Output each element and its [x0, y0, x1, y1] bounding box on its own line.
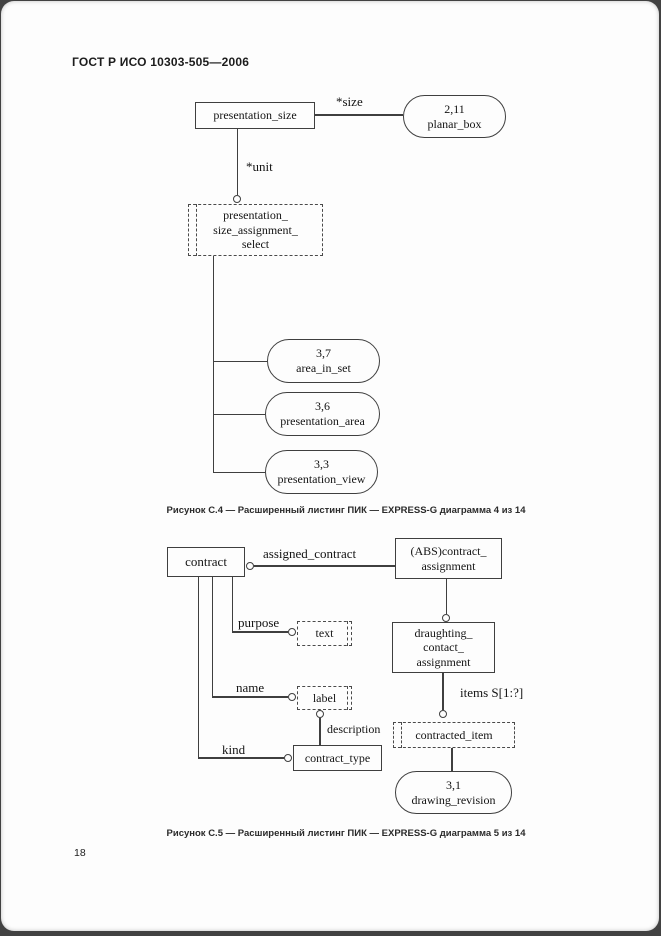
assigned-contract-label: assigned_contract	[263, 546, 357, 561]
select-contracted-item: contracted_item	[393, 722, 515, 748]
unit-attribute-circle	[233, 195, 241, 203]
description-line	[319, 718, 321, 745]
page-ref-area-in-set: 3,7 area_in_set	[267, 339, 380, 383]
page-ref-planar-box: 2,11 planar_box	[403, 95, 506, 138]
document-title: ГОСТ Р ИСО 10303-505—2006	[72, 55, 250, 69]
purpose-label: purpose	[238, 615, 280, 630]
name-circle	[288, 692, 296, 701]
figure-c5-caption: Рисунок С.5 — Расширенный листинг ПИК — …	[166, 828, 526, 839]
assigned-contract-circle	[246, 561, 254, 570]
name-line-horizontal	[212, 696, 288, 698]
subtype-circle	[442, 614, 450, 622]
page-number: 18	[74, 847, 86, 859]
branch-presentation-view-line	[213, 471, 265, 473]
size-relation-label: *size	[336, 94, 363, 109]
kind-line-horizontal	[198, 757, 284, 759]
items-circle	[439, 710, 447, 718]
select-trunk-line	[212, 256, 214, 473]
kind-circle	[284, 754, 292, 762]
entity-presentation-size: presentation_size	[195, 102, 315, 129]
entity-contract: contract	[167, 547, 245, 577]
branch-presentation-area-line	[213, 413, 265, 415]
type-text-label: text	[315, 626, 334, 641]
type-label-label: label	[312, 690, 337, 705]
entity-contract-type: contract_type	[293, 745, 382, 771]
simple-type-inner-line	[347, 686, 348, 710]
name-label: name	[236, 680, 265, 695]
entity-contract-assignment: (ABS)contract_ assignment	[395, 538, 502, 579]
subtype-line	[445, 579, 447, 614]
items-label: items S[1:?]	[460, 685, 524, 700]
select-type-inner-line	[196, 204, 197, 256]
select-type-inner-line	[401, 722, 402, 748]
name-line-vertical	[211, 577, 213, 697]
page-ref-presentation-view: 3,3 presentation_view	[265, 450, 378, 494]
select-presentation-size-assignment-select: presentation_ size_assignment_ select	[188, 204, 323, 256]
entity-draughting-contact-assignment: draughting_ contact_ assignment	[392, 622, 495, 673]
page-ref-presentation-area: 3,6 presentation_area	[265, 392, 380, 436]
kind-line-vertical	[197, 577, 199, 758]
description-circle	[316, 710, 324, 718]
type-text: text	[297, 621, 352, 646]
contracted-item-label: contracted_item	[415, 727, 493, 742]
purpose-line-vertical	[231, 577, 233, 632]
description-label: description	[327, 722, 381, 736]
branch-area-in-set-line	[213, 360, 267, 362]
type-label: label	[297, 686, 352, 710]
simple-type-inner-line	[347, 621, 348, 646]
purpose-line-horizontal	[232, 631, 288, 633]
items-line	[442, 673, 444, 710]
kind-label: kind	[222, 742, 246, 757]
page-ref-drawing-revision: 3,1 drawing_revision	[395, 771, 512, 814]
unit-relation-label: *unit	[246, 159, 273, 174]
figure-c4-caption: Рисунок С.4 — Расширенный листинг ПИК — …	[166, 505, 526, 516]
unit-relation-line	[236, 129, 238, 195]
size-relation-line	[315, 114, 403, 116]
select-box-label: presentation_ size_assignment_ select	[213, 208, 298, 252]
drawing-revision-line	[451, 748, 453, 772]
assigned-contract-line	[254, 565, 395, 567]
purpose-circle	[288, 628, 296, 636]
